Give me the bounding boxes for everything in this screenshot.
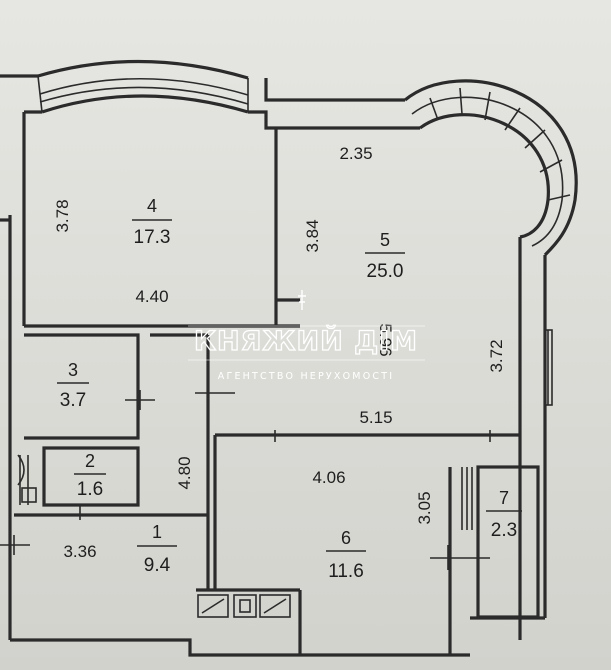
svg-text:2.3: 2.3 [491,520,517,541]
watermark-name: КНЯЖИЙ ДІМ [194,325,418,357]
svg-text:5: 5 [380,230,390,250]
dim-3-84: 3.84 [303,219,322,252]
dim-3-05: 3.05 [415,491,434,524]
door-markers [0,390,491,570]
interior-walls [0,128,520,655]
dimension-labels: 3.78 4.40 2.35 3.84 3.72 5.15 4.80 3.36 … [53,144,506,561]
svg-text:3: 3 [68,360,78,380]
watermark-tower-icon [298,290,306,310]
bath-fixtures [17,454,37,503]
room-1-label: 1 9.4 [137,522,177,576]
svg-text:9.4: 9.4 [144,555,171,576]
dim-5-15: 5.15 [359,408,392,427]
room-3-label: 3 3.7 [57,360,89,411]
dim-3-78: 3.78 [53,199,72,232]
curved-balcony-left [37,59,249,114]
dim-3-72: 3.72 [487,339,506,372]
room-7-label: 7 2.3 [486,488,522,541]
balcony-right [461,329,553,619]
dim-4-06: 4.06 [312,468,345,487]
svg-text:11.6: 11.6 [328,561,364,582]
svg-text:17.3: 17.3 [134,227,171,248]
room-2-label: 2 1.6 [74,451,106,500]
svg-text:1.6: 1.6 [77,479,103,500]
dim-5-96: 5.96 [376,323,395,356]
kitchen-fixtures [197,594,291,618]
room-4-label: 4 17.3 [132,196,172,248]
room-labels: 4 17.3 5 25.0 3 3.7 2 1.6 1 9.4 6 11.6 [57,196,522,582]
agency-watermark: КНЯЖИЙ ДІМ АГЕНТСТВО НЕРУХОМОСТІ [188,290,425,382]
svg-text:2: 2 [85,451,95,471]
room-6-label: 6 11.6 [326,528,366,582]
watermark-tagline: АГЕНТСТВО НЕРУХОМОСТІ [218,371,394,382]
round-bay-right [370,79,578,257]
room-5-label: 5 25.0 [365,230,405,282]
dim-4-40: 4.40 [135,287,168,306]
dim-3-36: 3.36 [63,542,96,561]
svg-text:1: 1 [152,522,162,542]
dim-2-35: 2.35 [339,144,372,163]
dim-4-80: 4.80 [175,456,194,489]
svg-text:3.7: 3.7 [60,390,86,411]
svg-text:6: 6 [341,528,351,548]
svg-text:4: 4 [147,196,157,216]
svg-text:25.0: 25.0 [367,261,404,282]
svg-text:7: 7 [499,488,509,508]
